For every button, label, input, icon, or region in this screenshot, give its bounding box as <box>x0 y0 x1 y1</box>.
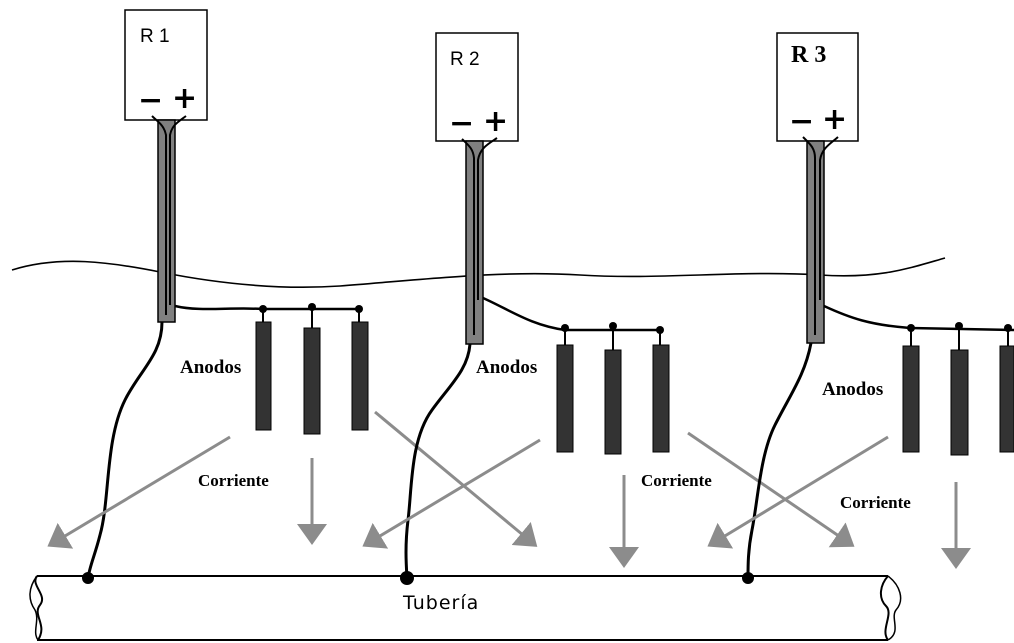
rectifier-3-plus: + <box>822 102 847 137</box>
rectifier-2-pipe-cable <box>404 343 472 579</box>
rectifier-1-pipe-cable <box>86 321 164 579</box>
rectifier-3-cable-inner <box>802 136 816 335</box>
anode-group-3 <box>902 322 1014 456</box>
rectifier-2-box <box>435 32 519 142</box>
anodos-label-3: Anodos <box>822 379 883 400</box>
current-arrow <box>362 438 541 549</box>
rectifier-2-anode-cable <box>482 296 660 332</box>
rectifier-3-anode-cable <box>823 304 1014 332</box>
rectifier-1-anode-cable <box>174 304 360 311</box>
rectifier-1-cable-inner <box>151 115 167 315</box>
anode-group-1 <box>255 303 369 435</box>
corriente-label-3: Corriente <box>840 493 911 512</box>
anode <box>652 344 670 453</box>
anode-group-2 <box>556 322 670 455</box>
current-arrow <box>707 435 889 549</box>
rectifier-2-cable-inner-2 <box>477 137 498 300</box>
rectifier-1-cable-inner-2 <box>169 115 187 305</box>
anode <box>902 345 920 453</box>
rectifier-3-cable-inner-2 <box>819 136 839 300</box>
rectifier-3-label: R 3 <box>791 42 826 68</box>
corriente-label-1: Corriente <box>198 471 269 490</box>
anodos-label-1: Anodos <box>180 357 241 378</box>
anode <box>556 344 574 453</box>
rectifier-1-minus: − <box>138 83 163 118</box>
pipe-connection-1 <box>82 572 94 584</box>
anode <box>351 321 369 431</box>
pipe-connection-3 <box>742 572 754 584</box>
rectifier-2-cable-inner <box>461 138 475 335</box>
anode <box>604 349 622 455</box>
pipe-connection-2 <box>400 571 414 585</box>
rectifier-2-minus: − <box>449 106 474 141</box>
tuberia-label: Tubería <box>402 592 479 614</box>
current-arrow <box>374 410 538 547</box>
anode <box>303 327 321 435</box>
current-arrow <box>687 431 855 548</box>
rectifier-1-label: R 1 <box>140 26 170 47</box>
rectifier-3-minus: − <box>789 104 814 139</box>
current-arrow <box>47 435 231 549</box>
anode <box>999 345 1014 453</box>
anode <box>950 349 969 456</box>
corriente-label-2: Corriente <box>641 471 712 490</box>
rectifier-2-plus: + <box>483 104 508 139</box>
anodos-label-2: Anodos <box>476 357 537 378</box>
anode <box>255 321 272 431</box>
rectifier-3-box <box>776 32 859 142</box>
rectifier-2-label: R 2 <box>450 49 480 70</box>
pipeline <box>29 571 902 641</box>
rectifier-1-plus: + <box>172 81 197 116</box>
rectifier-3-pipe-cable <box>746 342 813 579</box>
